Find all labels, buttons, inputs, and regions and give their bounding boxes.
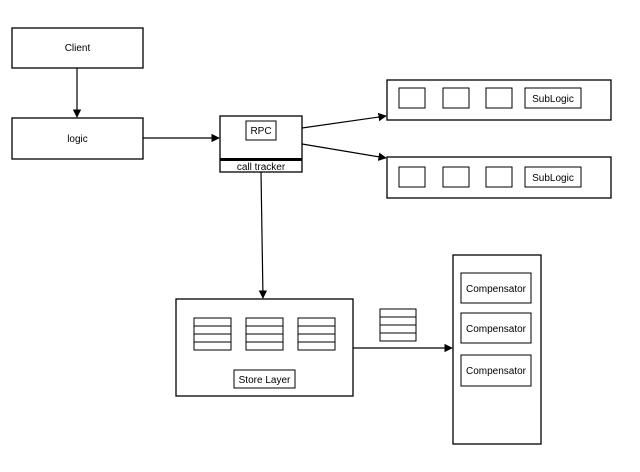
sublogic-1-box (524, 87, 582, 109)
compensator-box-2 (460, 312, 532, 344)
store-layer-label: Store Layer (239, 375, 291, 386)
store-layer-node: Store Layer (175, 298, 354, 397)
client-label: Client (65, 43, 91, 54)
compensator-box-3 (460, 354, 532, 387)
sublogic-1-slot-3 (485, 87, 513, 109)
queue-stack (379, 308, 417, 342)
rpc-node: RPC call tracker (219, 115, 303, 173)
edge-rpc-to-store-layer (258, 171, 268, 299)
store-stack-1 (193, 317, 232, 351)
compensator-label-3: Compensator (466, 366, 527, 377)
store-layer-box (233, 369, 296, 389)
sublogic-2-box (524, 166, 582, 188)
logic-node: logic (11, 117, 144, 160)
edge-rpc-to-sublogic-1 (301, 112, 387, 129)
edge-rpc-to-sublogic-2 (301, 143, 387, 161)
compensator-label-1: Compensator (466, 284, 527, 295)
sublogic-1-slot-2 (442, 87, 470, 109)
sublogic-1-label: SubLogic (532, 94, 574, 105)
rpc-box (245, 120, 277, 141)
sublogic-2-label: SubLogic (532, 173, 574, 184)
logic-label: logic (67, 134, 88, 145)
call-tracker-divider (220, 158, 302, 161)
store-stack-2 (245, 317, 284, 351)
compensator-box-1 (460, 272, 532, 304)
call-tracker-label: call tracker (237, 162, 286, 173)
compensator-node: Compensator Compensator Compensator (452, 254, 542, 445)
sublogic-node-1: SubLogic (386, 79, 612, 121)
sublogic-2-slot-1 (398, 166, 426, 188)
client-node: Client (11, 27, 144, 69)
sublogic-2-slot-3 (485, 166, 513, 188)
sublogic-1-slot-1 (398, 87, 426, 109)
compensator-label-2: Compensator (466, 324, 527, 335)
sublogic-2-slot-2 (442, 166, 470, 188)
store-stack-3 (297, 317, 336, 351)
rpc-label: RPC (250, 126, 271, 137)
sublogic-node-2: SubLogic (386, 156, 612, 199)
